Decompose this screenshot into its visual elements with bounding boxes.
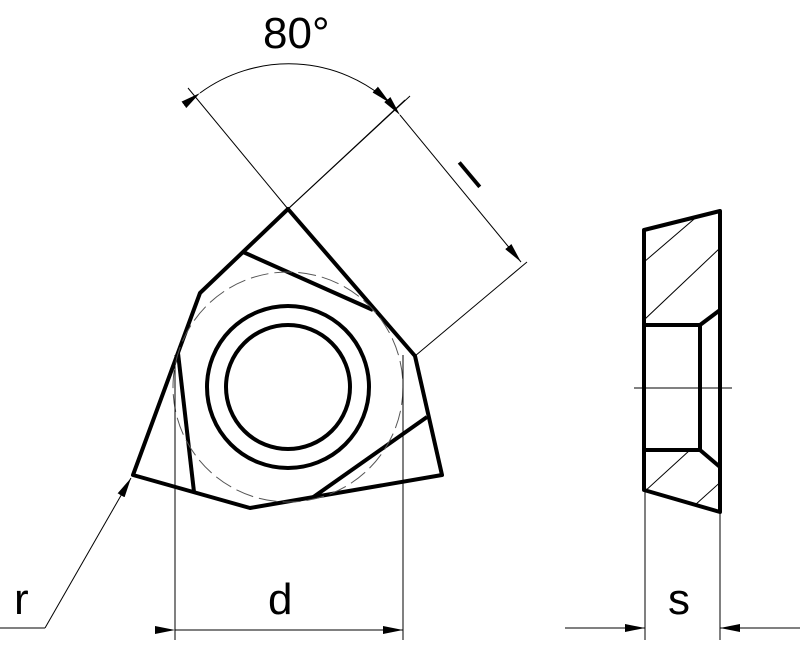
diameter-dimension: d [155, 355, 404, 640]
hole-circle [224, 323, 352, 451]
radius-label: r [14, 575, 29, 624]
facet-edge [176, 352, 196, 493]
insert-top-view [131, 207, 444, 510]
thickness-dimension: s [565, 492, 800, 640]
angle-dimension: 80° [181, 9, 406, 210]
side-outline [642, 209, 722, 514]
insert-outline [131, 207, 444, 510]
edge-length-label: l [451, 154, 490, 198]
radius-leader: r [0, 477, 132, 629]
thickness-label: s [668, 575, 690, 624]
facet-edge [242, 250, 374, 312]
insert-side-view [634, 209, 732, 514]
hole-chamfer-circle [205, 304, 371, 470]
edge-length-dimension: l [287, 95, 528, 357]
diameter-label: d [268, 575, 292, 624]
facet-edge [310, 415, 429, 500]
angle-label: 80° [263, 9, 330, 58]
